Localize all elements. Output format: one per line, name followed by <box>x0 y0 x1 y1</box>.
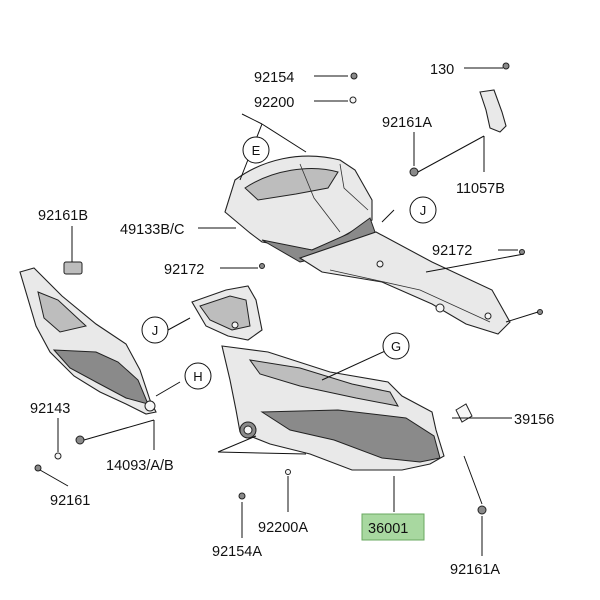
upper-fairing-part <box>224 155 376 263</box>
label-92161A-top[interactable]: 92161A <box>382 115 432 131</box>
ref-letter-J-left: J <box>152 323 159 338</box>
ref-circle-G: G <box>382 332 410 360</box>
label-92172-right[interactable]: 92172 <box>432 243 472 259</box>
ref-letter-H: H <box>193 369 202 384</box>
label-92161-bottom[interactable]: 92161 <box>50 493 90 509</box>
highlight-box <box>361 513 425 541</box>
label-92154-top[interactable]: 92154 <box>254 70 294 86</box>
label-14093AB[interactable]: 14093/A/B <box>106 458 174 474</box>
label-92143[interactable]: 92143 <box>30 401 70 417</box>
label-92172-left[interactable]: 92172 <box>164 262 204 278</box>
inner-rail-part <box>298 231 511 335</box>
label-92200A[interactable]: 92200A <box>258 520 308 536</box>
ref-circle-H: H <box>184 362 212 390</box>
ref-circle-E: E <box>242 136 270 164</box>
ref-circle-J-left: J <box>141 316 169 344</box>
ref-letter-J-top: J <box>420 203 427 218</box>
side-cover-part <box>19 267 157 415</box>
label-92161A-bottom[interactable]: 92161A <box>450 562 500 578</box>
label-92161B[interactable]: 92161B <box>38 208 88 224</box>
label-36001[interactable]: 36001 <box>368 521 408 537</box>
label-92200-top[interactable]: 92200 <box>254 95 294 111</box>
label-49133BC[interactable]: 49133B/C <box>120 222 185 238</box>
label-130[interactable]: 130 <box>430 62 454 78</box>
ref-circle-J-top: J <box>409 196 437 224</box>
label-11057B[interactable]: 11057B <box>456 181 505 197</box>
label-39156[interactable]: 39156 <box>514 412 554 428</box>
ref-letter-G: G <box>391 339 401 354</box>
label-92154A[interactable]: 92154A <box>212 544 262 560</box>
ref-letter-E: E <box>252 143 261 158</box>
main-cowl-part <box>221 345 445 471</box>
inner-bracket-part <box>191 285 263 341</box>
